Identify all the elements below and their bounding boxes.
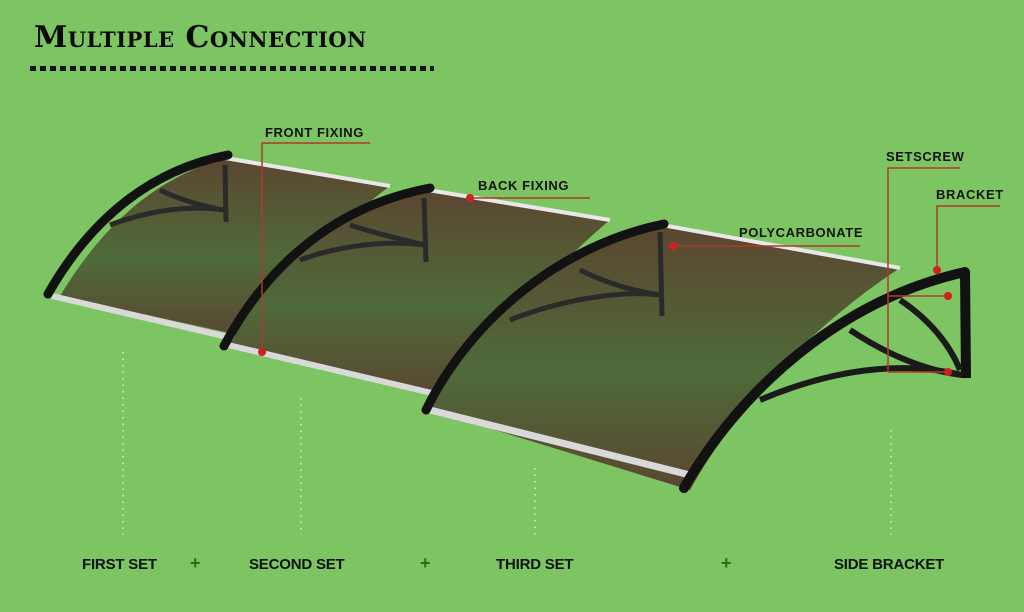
label-setscrew: SETSCREW [886, 149, 965, 164]
canopy-third-set [421, 219, 901, 490]
callout-lines [261, 142, 1000, 373]
label-third-set: THIRD SET [496, 556, 574, 573]
plus-icon: + [190, 553, 201, 573]
page-title: Multiple Connection [34, 20, 367, 55]
label-bracket: BRACKET [936, 187, 1004, 202]
guide-dotted-lines [122, 352, 892, 535]
callout-dots [258, 194, 952, 376]
canopy-second-set [219, 183, 611, 405]
label-second-set: SECOND SET [249, 556, 345, 573]
plus-icon: + [721, 553, 732, 573]
label-first-set: FIRST SET [82, 556, 157, 573]
title-dotted-rule [30, 66, 434, 71]
label-back-fixing: BACK FIXING [478, 178, 570, 193]
label-front-fixing: FRONT FIXING [265, 125, 364, 140]
side-bracket [679, 267, 971, 493]
label-side-bracket: SIDE BRACKET [834, 556, 945, 573]
plus-icon: + [420, 553, 431, 573]
label-polycarbonate: POLYCARBONATE [739, 225, 864, 240]
